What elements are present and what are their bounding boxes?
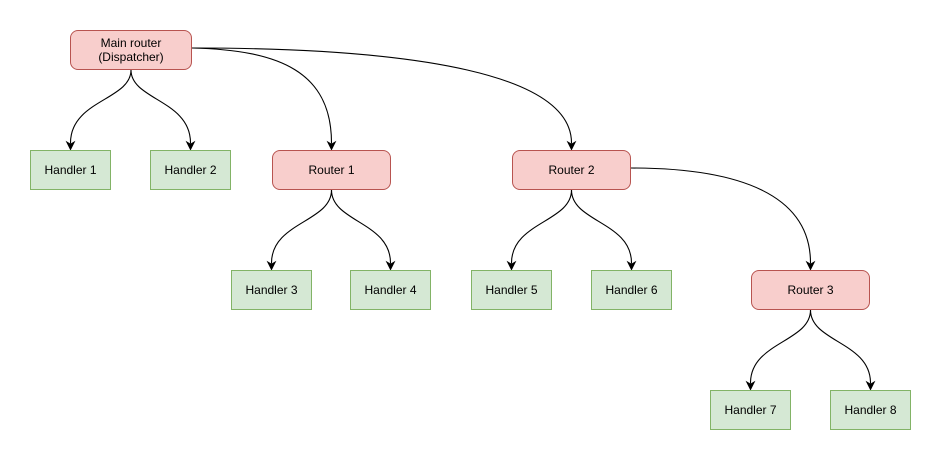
edge-curve: [191, 47, 333, 144]
node-label: Handler 2: [164, 163, 217, 177]
edge-router-2-to-handler-5: [506, 189, 573, 271]
edge-curve: [749, 309, 812, 384]
edge-curve: [69, 69, 132, 144]
node-label: Main router (Dispatcher): [98, 36, 164, 64]
edge-arrowhead: [865, 380, 876, 391]
node-label: Router 1: [308, 163, 355, 177]
edge-curve: [570, 189, 633, 264]
node-label: Router 2: [548, 163, 595, 177]
edge-arrowhead: [626, 260, 637, 271]
node-label: Handler 8: [844, 403, 897, 417]
edge-curve: [330, 189, 392, 264]
edge-arrowhead: [266, 260, 277, 271]
edge-arrowhead: [805, 260, 816, 271]
node-router-2[interactable]: Router 2: [512, 150, 631, 190]
node-label: Handler 5: [485, 283, 538, 297]
node-router-1[interactable]: Router 1: [272, 150, 391, 190]
edge-router-2-to-router-3: [630, 167, 816, 271]
node-label: Handler 1: [44, 163, 97, 177]
node-router-3[interactable]: Router 3: [751, 270, 870, 310]
edge-curve: [510, 189, 573, 264]
node-handler-6[interactable]: Handler 6: [591, 270, 672, 310]
edge-arrowhead: [185, 140, 196, 151]
edge-router-1-to-handler-4: [330, 189, 396, 271]
node-label: Handler 3: [245, 283, 298, 297]
edge-router-2-to-handler-6: [570, 189, 637, 271]
edge-main-to-handler-1: [65, 69, 132, 151]
edge-curve: [191, 47, 573, 144]
edge-curve: [630, 167, 812, 264]
edge-main-to-router-1: [191, 47, 337, 151]
edge-arrowhead: [566, 140, 577, 151]
edge-router-3-to-handler-7: [745, 309, 812, 391]
edge-main-to-handler-2: [130, 69, 196, 151]
edge-arrowhead: [326, 140, 337, 151]
edge-arrowhead: [506, 260, 517, 271]
node-label: Handler 7: [724, 403, 777, 417]
node-label: Handler 6: [605, 283, 658, 297]
node-handler-7[interactable]: Handler 7: [710, 390, 791, 430]
edge-arrowhead: [745, 380, 756, 391]
edge-curve: [130, 69, 192, 144]
node-handler-8[interactable]: Handler 8: [830, 390, 911, 430]
edge-main-to-router-2: [191, 47, 577, 151]
edge-arrowhead: [385, 260, 396, 271]
edge-curve: [809, 309, 872, 384]
node-handler-2[interactable]: Handler 2: [150, 150, 231, 190]
node-handler-5[interactable]: Handler 5: [471, 270, 552, 310]
node-label: Handler 4: [364, 283, 417, 297]
edge-curve: [270, 189, 333, 264]
edge-router-1-to-handler-3: [266, 189, 333, 271]
node-handler-3[interactable]: Handler 3: [231, 270, 312, 310]
node-main-router[interactable]: Main router (Dispatcher): [70, 30, 192, 70]
node-handler-1[interactable]: Handler 1: [30, 150, 111, 190]
node-handler-4[interactable]: Handler 4: [350, 270, 431, 310]
edge-router-3-to-handler-8: [809, 309, 876, 391]
edge-arrowhead: [65, 140, 76, 151]
node-label: Router 3: [787, 283, 834, 297]
